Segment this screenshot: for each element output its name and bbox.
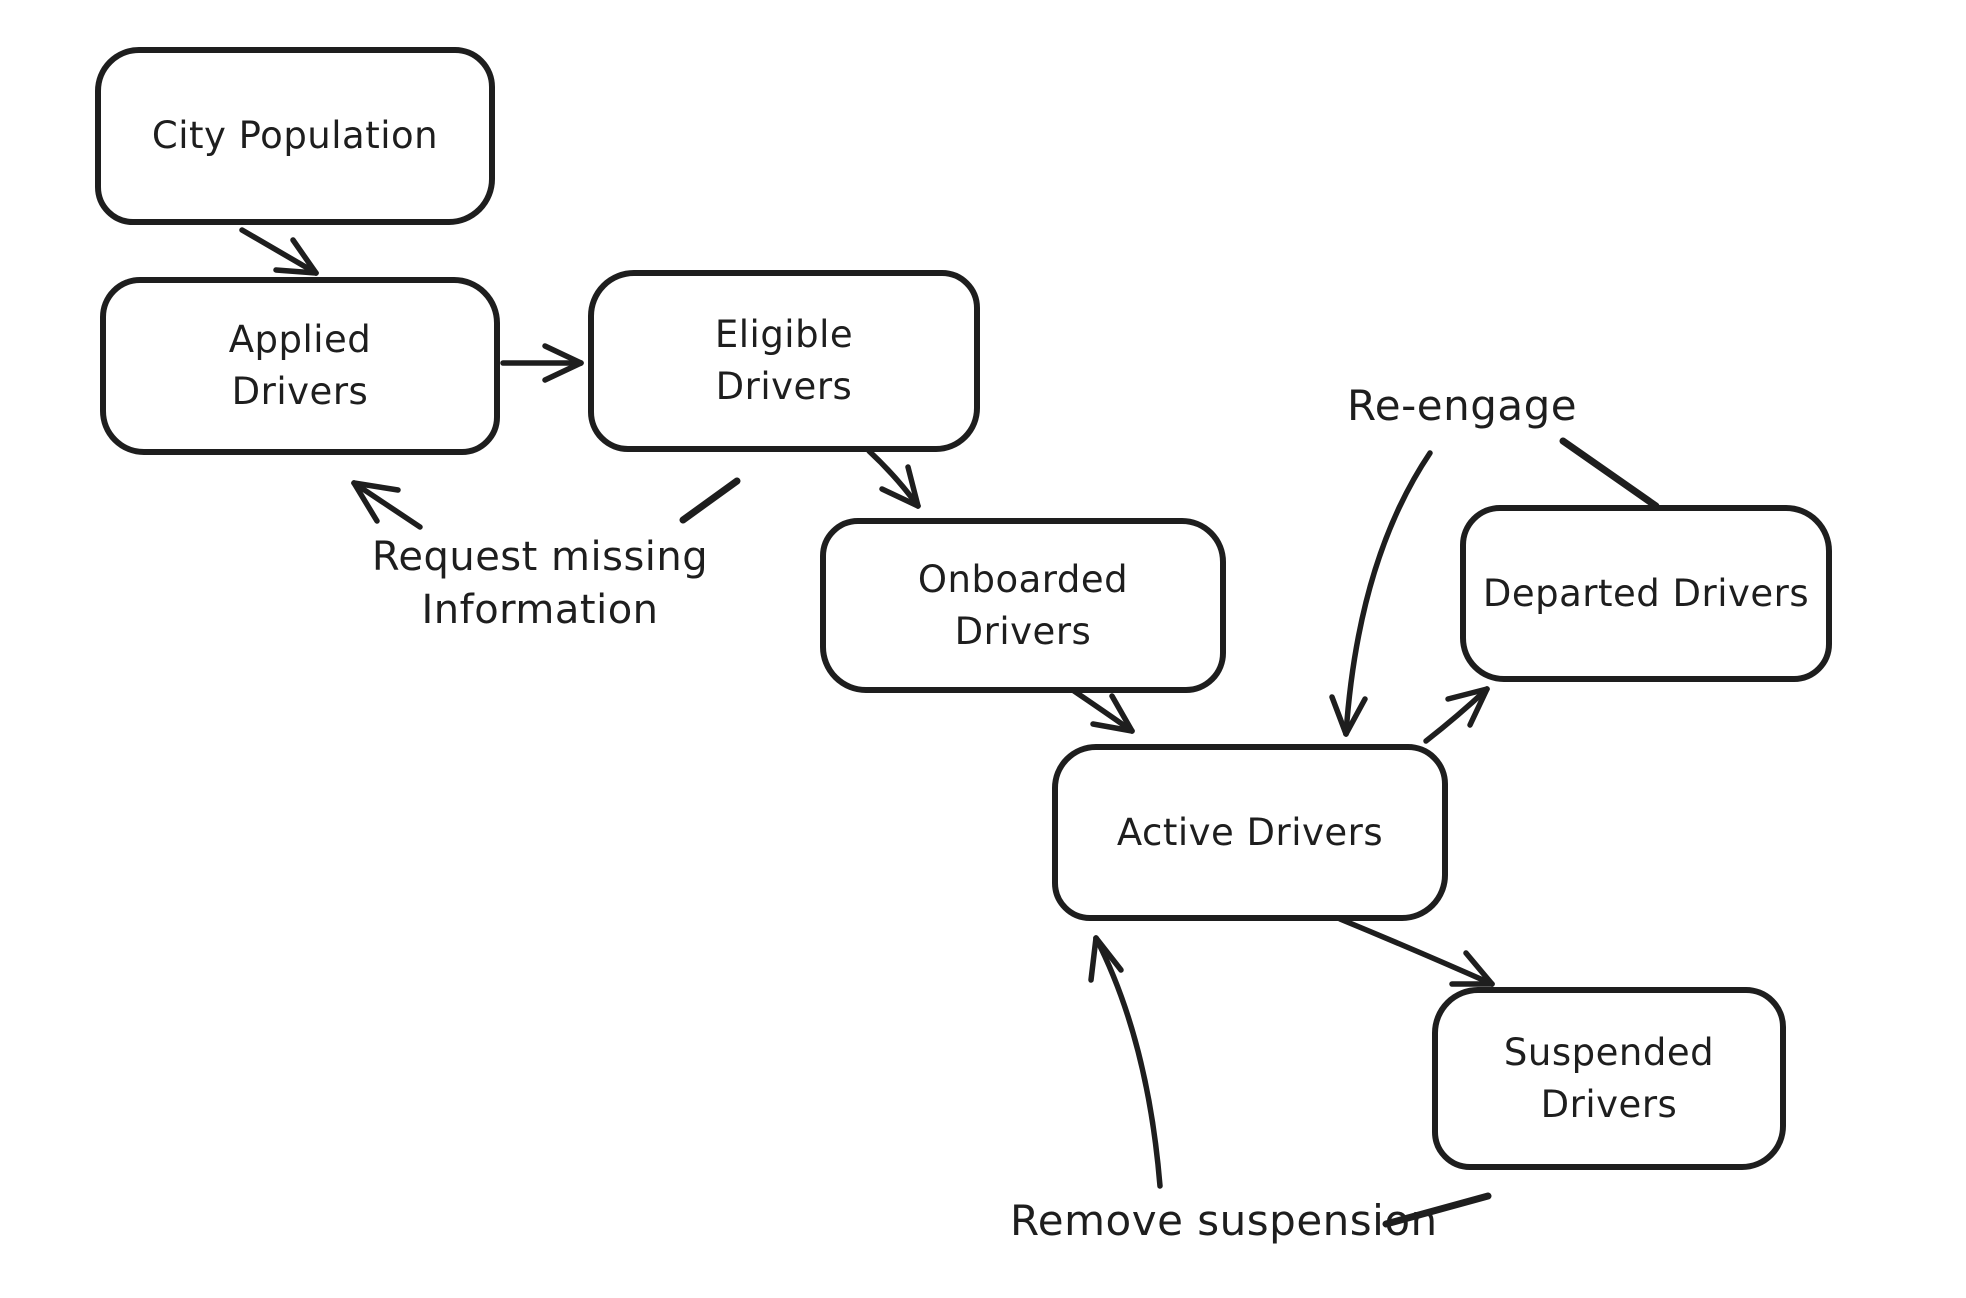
edge-active-to-departed-arrow xyxy=(1423,686,1490,744)
node-departed-drivers[interactable]: Departed Drivers xyxy=(1460,505,1832,682)
edge-label-request-missing-information: Request missing Information xyxy=(371,534,709,633)
node-city-population[interactable]: City Population xyxy=(95,47,495,225)
edge-onboarded-to-active-arrow xyxy=(1071,688,1135,734)
edge-departed-to-active-reengage-arrow xyxy=(1329,437,1660,737)
node-onboarded-drivers[interactable]: Onboarded Drivers xyxy=(820,518,1226,693)
node-applied-drivers-label: Applied Drivers xyxy=(228,318,372,413)
node-active-drivers-label: Active Drivers xyxy=(1116,810,1384,854)
node-applied-drivers[interactable]: Applied Drivers xyxy=(100,277,500,455)
edge-label-remove-suspension: Remove suspension xyxy=(1010,1196,1438,1245)
edge-eligible-to-applied-request-missing-arrow xyxy=(351,477,741,530)
node-suspended-drivers-label: Suspended Drivers xyxy=(1503,1030,1715,1126)
node-city-population-label: City Population xyxy=(151,114,439,157)
edge-city-to-applied-arrow xyxy=(239,227,319,276)
node-departed-drivers-label: Departed Drivers xyxy=(1482,571,1810,615)
node-eligible-drivers[interactable]: Eligible Drivers xyxy=(588,270,980,452)
edge-suspended-to-active-remove-suspension-arrow xyxy=(1088,935,1492,1228)
node-suspended-drivers[interactable]: Suspended Drivers xyxy=(1432,987,1786,1170)
node-eligible-drivers-label: Eligible Drivers xyxy=(714,313,854,408)
node-onboarded-drivers-label: Onboarded Drivers xyxy=(917,557,1129,653)
edge-applied-to-eligible-arrow xyxy=(500,343,584,383)
node-active-drivers[interactable]: Active Drivers xyxy=(1052,744,1448,921)
edge-eligible-to-onboarded-arrow xyxy=(866,448,921,509)
edge-label-re-engage: Re-engage xyxy=(1347,381,1578,430)
edge-active-to-suspended-arrow xyxy=(1337,916,1495,987)
